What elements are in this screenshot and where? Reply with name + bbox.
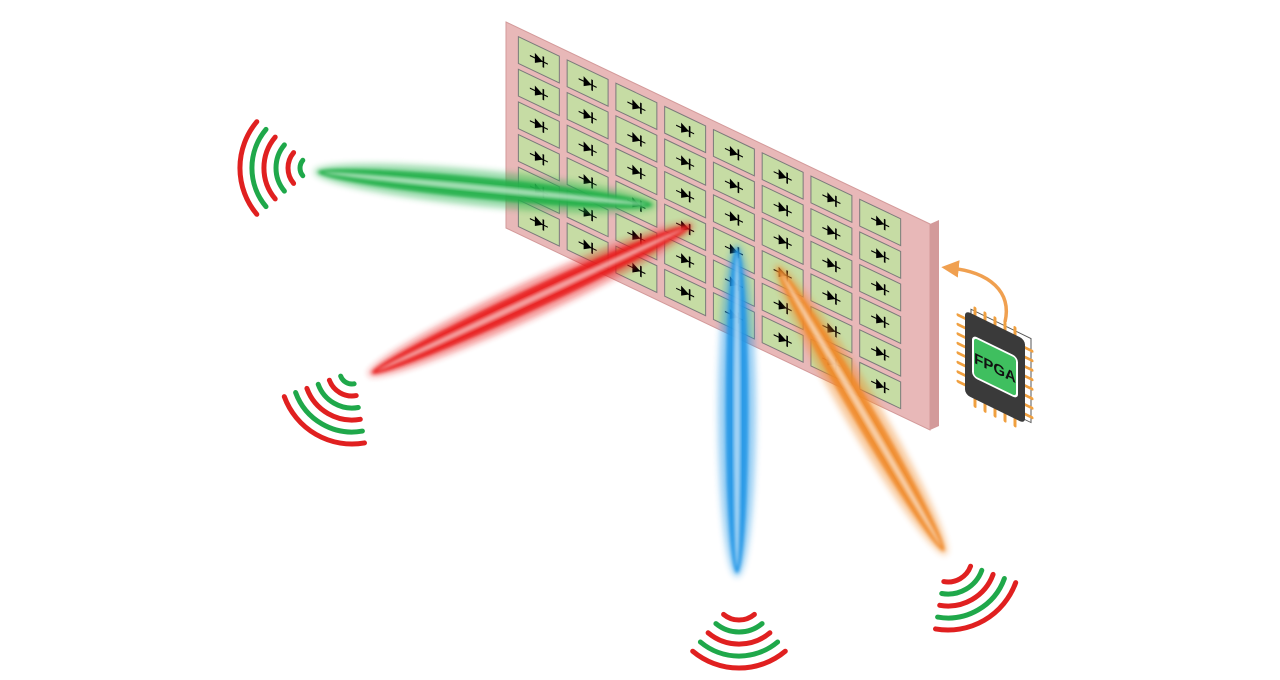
varactor-diode-icon [773, 234, 792, 250]
varactor-diode-icon [871, 378, 890, 394]
green-beam [314, 163, 656, 214]
unit-cell [615, 82, 658, 131]
varactor-diode-icon [627, 99, 646, 115]
orange-beam [774, 264, 948, 555]
varactor-diode-icon [724, 211, 743, 226]
unit-cell [566, 59, 609, 107]
fpga-chip-icon: FPGA [956, 306, 1034, 428]
varactor-diode-icon [724, 178, 743, 194]
varactor-diode-icon [773, 332, 792, 348]
wireless-signal-icon [237, 119, 306, 217]
unit-cell [810, 240, 853, 289]
unit-cell [810, 175, 853, 224]
unit-cell [859, 328, 902, 377]
unit-cell [761, 217, 804, 266]
varactor-diode-icon [578, 108, 597, 124]
varactor-diode-icon [871, 280, 890, 296]
varactor-diode-icon [529, 215, 548, 231]
varactor-diode-icon [822, 224, 841, 240]
varactor-diode-icon [822, 192, 841, 208]
wireless-signal-icon [281, 373, 367, 447]
unit-cell [761, 184, 804, 233]
varactor-diode-icon [871, 313, 890, 329]
unit-cell [810, 207, 853, 256]
varactor-diode-icon [724, 145, 743, 161]
unit-cell [517, 198, 560, 247]
unit-cell [664, 105, 707, 154]
wireless-signal-icon [690, 611, 788, 671]
unit-cell [615, 114, 658, 163]
wireless-signal-icon [933, 563, 1019, 633]
varactor-diode-icon [529, 52, 548, 68]
varactor-diode-icon [871, 248, 890, 264]
varactor-diode-icon [627, 131, 646, 147]
unit-cell [761, 152, 804, 200]
varactor-diode-icon [822, 290, 841, 306]
varactor-diode-icon [676, 122, 695, 138]
unit-cell [859, 296, 902, 345]
unit-cell [517, 101, 560, 149]
unit-cell [664, 138, 707, 187]
control-arrow [941, 260, 1008, 323]
fpga-controller: FPGA [941, 260, 1034, 428]
varactor-diode-icon [676, 253, 695, 269]
unit-cell [664, 268, 707, 317]
varactor-diode-icon [773, 201, 792, 217]
unit-cell [761, 315, 804, 363]
blue-beam [718, 244, 756, 577]
unit-cell [810, 273, 853, 321]
unit-cell [566, 124, 609, 173]
unit-cell [517, 68, 560, 117]
panel-edge [930, 220, 939, 430]
beams [314, 163, 948, 577]
chip-label-background [972, 336, 1018, 398]
varactor-diode-icon [871, 215, 890, 231]
varactor-diode-icon [676, 285, 695, 301]
varactor-diode-icon [529, 118, 548, 134]
varactor-diode-icon [822, 257, 841, 273]
varactor-diode-icon [529, 150, 548, 166]
unit-cell [859, 231, 902, 279]
varactor-diode-icon [529, 85, 548, 101]
varactor-diode-icon [676, 187, 695, 203]
varactor-diode-icon [773, 169, 792, 184]
red-beam [368, 222, 694, 377]
unit-cell [712, 161, 755, 210]
varactor-diode-icon [676, 155, 695, 171]
varactor-diode-icon [627, 164, 646, 180]
unit-cell [566, 91, 609, 140]
unit-cell [859, 263, 902, 312]
varactor-diode-icon [871, 345, 890, 361]
varactor-diode-icon [578, 239, 597, 255]
unit-cell [712, 128, 755, 177]
unit-cell [517, 35, 560, 84]
unit-cell [664, 170, 707, 219]
receivers [237, 119, 1019, 671]
varactor-diode-icon [578, 76, 597, 92]
unit-cell [712, 194, 755, 242]
unit-cell [664, 236, 707, 284]
unit-cell [615, 147, 658, 196]
unit-cell [859, 198, 902, 247]
varactor-diode-icon [578, 141, 597, 157]
